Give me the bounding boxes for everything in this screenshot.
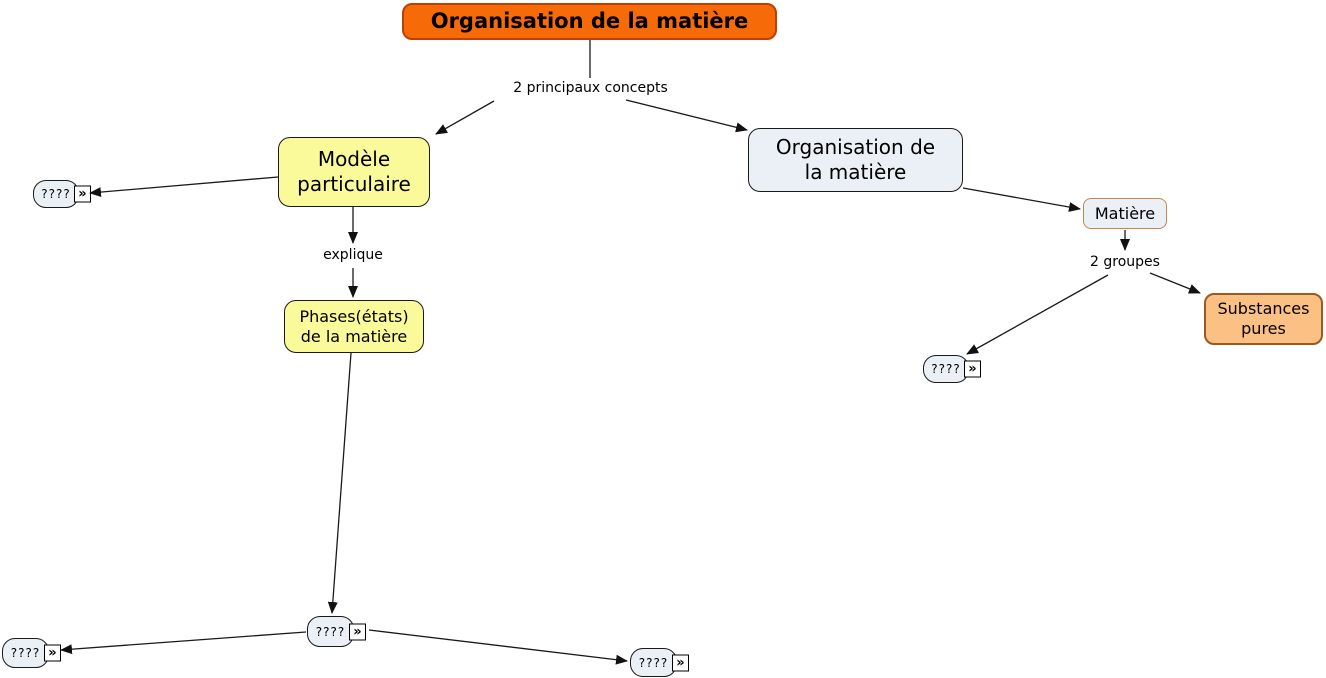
- link-label-principaux-concepts[interactable]: 2 principaux concepts: [513, 80, 668, 96]
- node-substances-line2: pures: [1241, 319, 1286, 338]
- expand-icon[interactable]: »: [74, 185, 91, 203]
- node-substances-pures[interactable]: Substances pures: [1204, 293, 1323, 345]
- node-organisation-line2: la matière: [804, 160, 907, 184]
- node-substances-line1: Substances: [1217, 299, 1310, 318]
- expand-icon[interactable]: »: [672, 654, 689, 671]
- node-unknown-right[interactable]: ???? »: [923, 355, 981, 383]
- node-modele-particulaire[interactable]: Modèle particulaire: [278, 137, 430, 207]
- node-phases-line2: de la matière: [300, 326, 408, 346]
- node-matiere-label: Matière: [1094, 203, 1156, 223]
- node-unknown-bottom-left-label: ????: [10, 646, 41, 660]
- expand-icon[interactable]: »: [44, 644, 61, 662]
- node-unknown-left[interactable]: ???? »: [33, 180, 91, 208]
- node-unknown-bottom-left[interactable]: ???? »: [2, 638, 61, 668]
- node-unknown-right-label: ????: [931, 362, 961, 376]
- link-label-2-groupes[interactable]: 2 groupes: [1090, 254, 1160, 270]
- node-organisation-matiere[interactable]: Organisation de la matière: [748, 128, 963, 192]
- node-organisation-line1: Organisation de: [775, 135, 936, 159]
- expand-icon[interactable]: »: [349, 623, 366, 640]
- node-unknown-center[interactable]: ???? »: [307, 616, 366, 647]
- node-organisation-title-label: Organisation de la matière: [430, 9, 749, 34]
- node-unknown-bottom-right-label: ????: [638, 655, 669, 670]
- node-matiere[interactable]: Matière: [1083, 198, 1167, 229]
- node-unknown-center-label: ????: [315, 624, 346, 639]
- node-phases-etats[interactable]: Phases(états) de la matière: [284, 300, 424, 353]
- node-modele-line1: Modèle: [317, 147, 391, 171]
- node-unknown-bottom-right[interactable]: ???? »: [630, 648, 689, 677]
- expand-icon[interactable]: »: [964, 360, 981, 378]
- node-phases-line1: Phases(états): [299, 306, 409, 326]
- node-modele-line2: particulaire: [297, 172, 411, 196]
- link-label-explique[interactable]: explique: [323, 247, 383, 263]
- node-unknown-left-label: ????: [41, 187, 71, 201]
- node-organisation-title[interactable]: Organisation de la matière: [402, 3, 777, 40]
